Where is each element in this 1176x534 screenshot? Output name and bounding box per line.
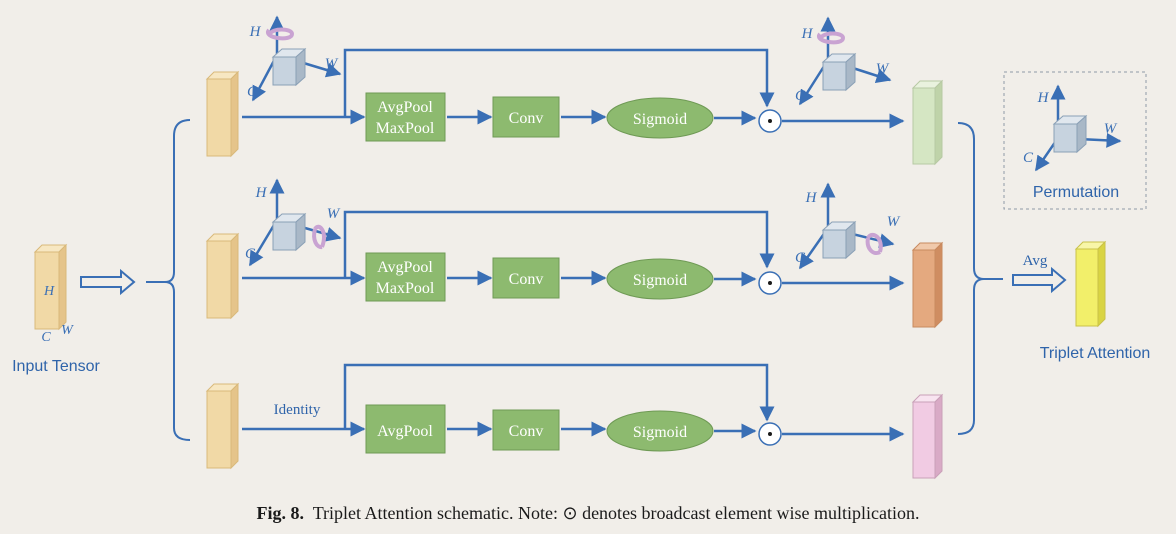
triplet-attention-label: Triplet Attention — [1040, 345, 1151, 362]
b2-skip-line — [343, 210, 775, 278]
b1-right-w-label: W — [876, 61, 890, 77]
rotate-icon-b1-left — [265, 27, 295, 41]
b1-pool-box — [365, 92, 446, 142]
rotate-icon-b1-right — [816, 31, 846, 45]
b1-inverse-permute-cube — [798, 16, 892, 106]
b2-left-c-label: C — [245, 246, 256, 262]
permutation-legend-cube — [1034, 84, 1122, 172]
branch2-permute-cube — [248, 178, 342, 267]
rotate-icon-b2-left — [312, 224, 326, 250]
permutation-label: Permutation — [1033, 184, 1119, 201]
legend-c-label: C — [1023, 150, 1034, 166]
branch1-input-tensor — [205, 70, 240, 158]
b1-pool-label-2: MaxPool — [376, 120, 435, 137]
b3-pool-box — [365, 404, 446, 454]
b1-skip-line — [343, 48, 775, 117]
caption-text: Triplet Attention schematic. Note: ⊙ den… — [312, 503, 920, 523]
input-tensor — [33, 243, 68, 331]
input-c-label: C — [41, 330, 51, 345]
branch1-permute-cube — [251, 15, 342, 102]
b1-sigmoid-label: Sigmoid — [633, 111, 687, 128]
b1-pool-label-1: AvgPool — [377, 99, 433, 116]
permutation-legend-box — [1003, 71, 1147, 210]
b2-sigmoid-ellipse — [606, 258, 714, 300]
rotate-icon-b2-right — [865, 232, 883, 255]
triplet-attention-output-tensor — [1074, 240, 1107, 328]
b2-right-c-label: C — [795, 250, 806, 266]
b1-left-c-label: C — [247, 84, 258, 100]
b1-conv-label: Conv — [509, 110, 544, 127]
figure-number: Fig. 8. — [256, 503, 305, 523]
b1-multiply-dot — [768, 119, 772, 123]
identity-label: Identity — [274, 402, 321, 418]
right-brace — [957, 122, 985, 435]
legend-w-label: W — [1104, 121, 1118, 137]
b3-conv-label: Conv — [509, 423, 544, 440]
b2-left-w-label: W — [327, 206, 341, 222]
b2-right-w-label: W — [887, 214, 901, 230]
b1-sigmoid-ellipse — [606, 97, 714, 139]
b3-skip-line — [343, 363, 775, 429]
b2-sigmoid-label: Sigmoid — [633, 272, 687, 289]
branch3-input-tensor — [205, 382, 240, 470]
b3-sigmoid-label: Sigmoid — [633, 424, 687, 441]
b3-multiply-dot — [768, 432, 772, 436]
b1-right-h-label: H — [801, 26, 814, 42]
b2-multiply-dot — [768, 281, 772, 285]
input-tensor-label: Input Tensor — [12, 358, 100, 375]
b1-left-h-label: H — [249, 24, 262, 40]
b2-pool-label-1: AvgPool — [377, 259, 433, 276]
b2-output-tensor — [911, 241, 944, 329]
b3-sigmoid-ellipse — [606, 410, 714, 452]
avg-label: Avg — [1023, 253, 1048, 269]
b2-conv-box — [492, 257, 560, 299]
b2-inverse-permute-cube — [798, 182, 895, 270]
legend-h-label: H — [1037, 90, 1050, 106]
input-h-label: H — [43, 284, 55, 299]
b3-conv-box — [492, 409, 560, 451]
input-w-label: W — [61, 323, 74, 338]
b1-conv-box — [492, 96, 560, 138]
branch2-input-tensor — [205, 232, 240, 320]
b2-pool-label-2: MaxPool — [376, 280, 435, 297]
b3-pool-label-1: AvgPool — [377, 423, 433, 440]
b2-pool-box — [365, 252, 446, 302]
figure-caption: Fig. 8. Triplet Attention schematic. Not… — [0, 503, 1176, 524]
b3-output-tensor — [911, 393, 944, 480]
b2-right-h-label: H — [805, 190, 818, 206]
hollow-arrow-input — [80, 268, 136, 296]
left-brace — [164, 119, 191, 441]
b2-left-h-label: H — [255, 185, 268, 201]
hollow-arrow-avg — [1012, 266, 1067, 294]
b2-conv-label: Conv — [509, 271, 544, 288]
b1-output-tensor — [911, 79, 944, 166]
b1-right-c-label: C — [795, 88, 806, 104]
b1-left-w-label: W — [325, 56, 339, 72]
